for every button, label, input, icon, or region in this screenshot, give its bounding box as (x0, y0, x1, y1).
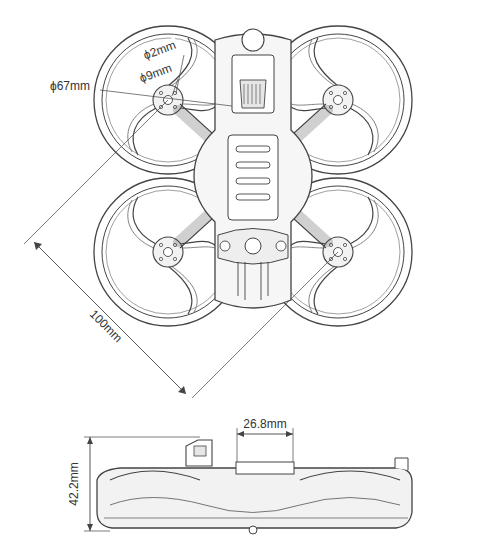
duct-diameter: ϕ67mm (48, 79, 92, 93)
width-dimension: 26.8mm (241, 417, 288, 431)
height-dimension: 42.2mm (67, 460, 81, 507)
motor-spacing: 100mm (85, 305, 126, 346)
